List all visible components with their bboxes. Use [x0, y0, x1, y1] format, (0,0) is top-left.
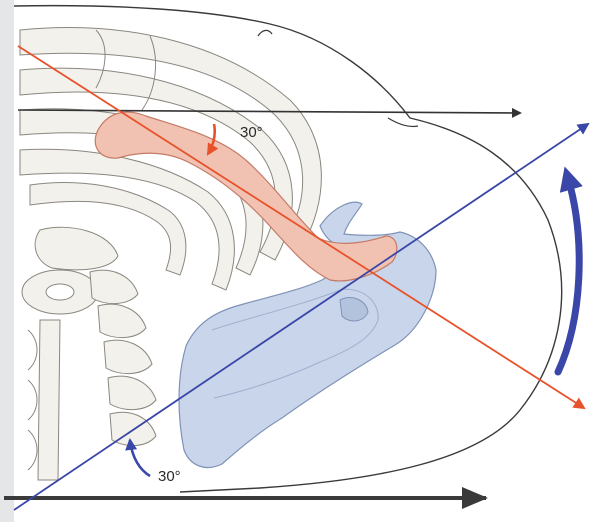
spine — [22, 227, 156, 480]
clavicle-angle-label: 30° — [240, 124, 263, 141]
scapula-angle-label: 30° — [158, 468, 181, 485]
page-edge-shadow — [0, 0, 14, 522]
neck-outline — [258, 30, 272, 36]
